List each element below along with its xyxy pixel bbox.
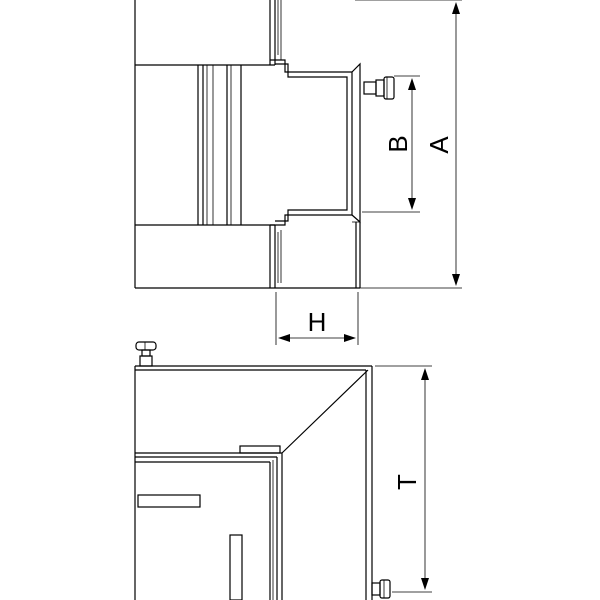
top-body-outline	[134, 0, 360, 289]
dimension-H: H	[275, 292, 359, 345]
dimension-A: A	[355, 0, 462, 289]
dimension-label-T: T	[392, 474, 422, 490]
elbow-body	[134, 365, 373, 600]
bottom-view: T	[134, 341, 432, 600]
top-strips	[197, 65, 242, 225]
top-view: A B H	[134, 0, 462, 345]
slots	[137, 494, 243, 600]
side-screw-icon	[371, 579, 391, 599]
dimension-B: B	[362, 75, 420, 213]
dimension-label-H: H	[308, 307, 327, 337]
top-screw-icon	[363, 76, 395, 100]
u-channel-profile	[270, 59, 361, 288]
dimension-T: T	[375, 365, 432, 593]
bottom-screw-icon	[135, 341, 157, 367]
dimension-label-B: B	[383, 135, 413, 152]
dimension-label-A: A	[424, 136, 454, 154]
